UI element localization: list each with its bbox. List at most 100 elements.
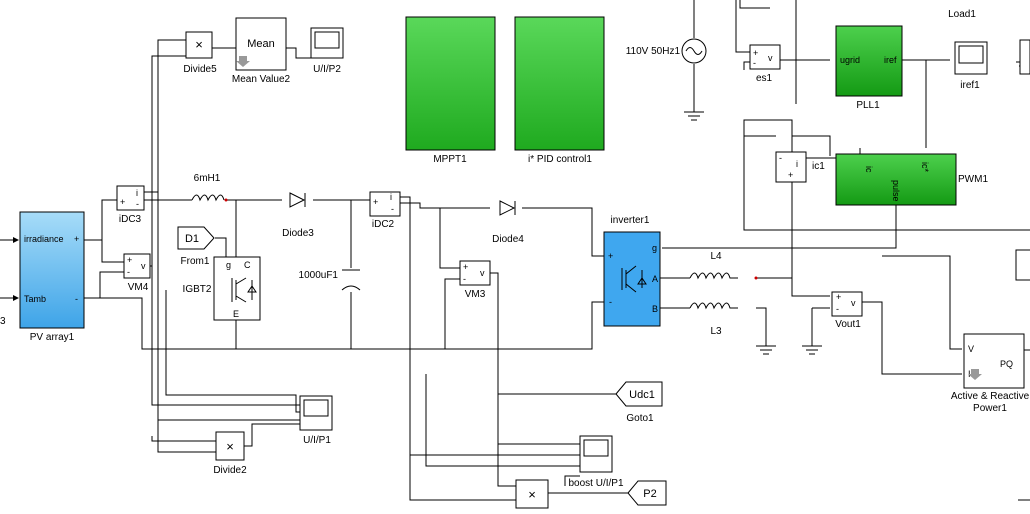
igbt-block[interactable]: g C E IGBT2 [183, 256, 261, 321]
wire-vm4-to-divide2[interactable] [151, 436, 216, 442]
igbt-label: IGBT2 [183, 284, 212, 295]
goto-tag-p2[interactable]: P2 [627, 480, 667, 506]
wire-ic1-pwm-loop[interactable] [792, 135, 831, 156]
wire-mean-to-uip2[interactable] [284, 47, 311, 59]
current-sensor-ic1[interactable]: - i + ic1 [775, 151, 825, 183]
divide5-block[interactable]: × Divide5 [183, 31, 217, 75]
scope-boost-uip1[interactable]: boost U/I/P1 [568, 435, 624, 489]
ic1-port-i: i [796, 159, 798, 169]
pq-block[interactable]: V I PQ Active & Reactive Power1 [951, 333, 1030, 414]
inductor-coil-icon [191, 194, 225, 202]
inverter-port-g: g [652, 243, 657, 253]
wire-idc2-to-diode4[interactable] [400, 202, 490, 209]
pwm-port-icstar: ic* [920, 162, 930, 172]
wire-es1-top[interactable] [735, 0, 750, 53]
capacitor-1000uf[interactable]: 1000uF1 [299, 269, 361, 291]
ic1-label: ic1 [812, 161, 825, 172]
mppt-subsystem[interactable]: MPPT1 [405, 16, 496, 165]
from-tag-d1[interactable]: D1 From1 [177, 226, 215, 267]
inverter-port-minus: - [609, 297, 612, 307]
pid-label: i* PID control1 [528, 154, 592, 165]
pid-subsystem[interactable]: i* PID control1 [514, 16, 605, 165]
ic1-port-plus: + [788, 170, 793, 180]
voltage-meter-es1[interactable]: + - v es1 [749, 44, 781, 84]
current-sensor-idc3[interactable]: i + - iDC3 [116, 185, 145, 225]
uip1-label: U/I/P1 [303, 435, 331, 446]
wire-es1-bot[interactable] [743, 61, 750, 70]
wire-pv-minus[interactable] [84, 297, 604, 350]
goto1-tag-text: Udc1 [629, 389, 655, 401]
idc2-port-minus: - [391, 204, 394, 214]
wire-vm3-to-product[interactable] [497, 444, 516, 487]
wire-vm3-plus[interactable] [439, 208, 460, 269]
wire-ic1-minus-up[interactable] [743, 119, 793, 160]
current-sensor-idc2[interactable]: i + - iDC2 [369, 191, 401, 230]
inverter-block[interactable]: + - g A B inverter1 [603, 215, 661, 327]
wire-boost-third[interactable] [425, 374, 580, 467]
wire-product-extra[interactable] [564, 475, 580, 486]
scope-uip1[interactable]: U/I/P1 [299, 395, 333, 446]
pq-port-out: PQ [1000, 359, 1013, 369]
wire-pv-plus[interactable] [84, 199, 117, 241]
pwm-subsystem[interactable]: ic ic* pulse PWM1 [835, 153, 988, 206]
inductor-l3[interactable]: L3 [689, 302, 738, 337]
vout-label: Vout1 [835, 319, 861, 330]
scope-screen-icon [303, 399, 329, 417]
sine-wave-icon [685, 47, 703, 55]
diode3[interactable]: Diode3 [282, 192, 314, 239]
wire-idc3-i-to-divide5[interactable] [144, 39, 186, 193]
voltage-meter-vm4[interactable]: + - v VM4 [123, 253, 151, 293]
wire-vm3-v-down[interactable] [490, 272, 616, 395]
divide2-block[interactable]: × Divide2 [213, 431, 247, 476]
ac-voltage-source[interactable]: 110V 50Hz1 [626, 38, 707, 64]
scope-screen-icon [314, 31, 340, 49]
wire-vm4-plus[interactable] [101, 240, 124, 263]
wire-right-top[interactable] [739, 0, 770, 9]
mppt-label: MPPT1 [433, 154, 467, 165]
wire-vout-to-pq-v[interactable] [882, 255, 962, 350]
wire-idc3-to-divide2[interactable] [157, 420, 216, 453]
voltage-meter-vout1[interactable]: + - v Vout1 [831, 291, 863, 330]
ground-icon [756, 345, 776, 355]
wire-ic1-left-loop[interactable] [743, 135, 1030, 231]
wire-vm4-v-to-divide5[interactable] [150, 55, 186, 267]
wire-vm4-to-uip1[interactable] [151, 266, 300, 406]
vm4-port-plus: + [127, 255, 132, 265]
wire-uip1-third[interactable] [165, 290, 300, 413]
pll-port-ugrid: ugrid [840, 55, 860, 65]
wire-l4-to-vout[interactable] [756, 277, 830, 297]
pwm-label: PWM1 [958, 174, 988, 185]
pv-port-plus: + [74, 234, 79, 244]
p2-tag-text: P2 [643, 488, 656, 500]
wire-pwm-pulse-to-inverter[interactable] [662, 205, 897, 249]
idc2-label: iDC2 [372, 219, 395, 230]
pwm-port-pulse: pulse [891, 180, 901, 202]
from1-label: From1 [181, 256, 210, 267]
wire-vm3-to-boost[interactable] [497, 394, 580, 445]
wire-idc2-i-down[interactable] [400, 196, 516, 501]
scope-uip2[interactable]: U/I/P2 [310, 27, 344, 75]
product-block[interactable]: × [515, 479, 549, 509]
diode4[interactable]: Diode4 [492, 200, 524, 245]
vm3-label: VM3 [465, 289, 486, 300]
pv-array-block[interactable]: irradiance Tamb + - PV array1 [19, 211, 85, 343]
goto-tag-udc1[interactable]: Udc1 Goto1 [615, 381, 663, 424]
mean-value-block[interactable]: Mean Mean Value2 [232, 17, 291, 85]
voltage-meter-vm3[interactable]: + - v VM3 [459, 260, 491, 300]
igbt-port-c: C [244, 260, 251, 270]
wire-vm3-minus[interactable] [444, 278, 460, 349]
wire-diode4-to-inverter[interactable] [522, 207, 604, 257]
wire-vm4-minus[interactable] [99, 271, 124, 298]
scope-iref1[interactable]: iref1 [954, 41, 988, 91]
inductor-l4[interactable]: L4 [689, 251, 758, 280]
wire-right-side-1[interactable] [1015, 249, 1030, 281]
inductor-6mh[interactable]: 6mH1 [191, 173, 228, 202]
wire-from1-to-igbt[interactable] [215, 237, 227, 260]
wire-divide2-to-uip1[interactable] [244, 423, 300, 447]
pll-subsystem[interactable]: ugrid iref PLL1 [835, 25, 903, 111]
wire-l3-to-ground[interactable] [756, 307, 767, 346]
es1-port-v: v [768, 53, 773, 63]
inverter-switch-icon [621, 265, 647, 293]
wire-vout-v-out[interactable] [862, 301, 952, 375]
ground-icon [802, 345, 822, 355]
